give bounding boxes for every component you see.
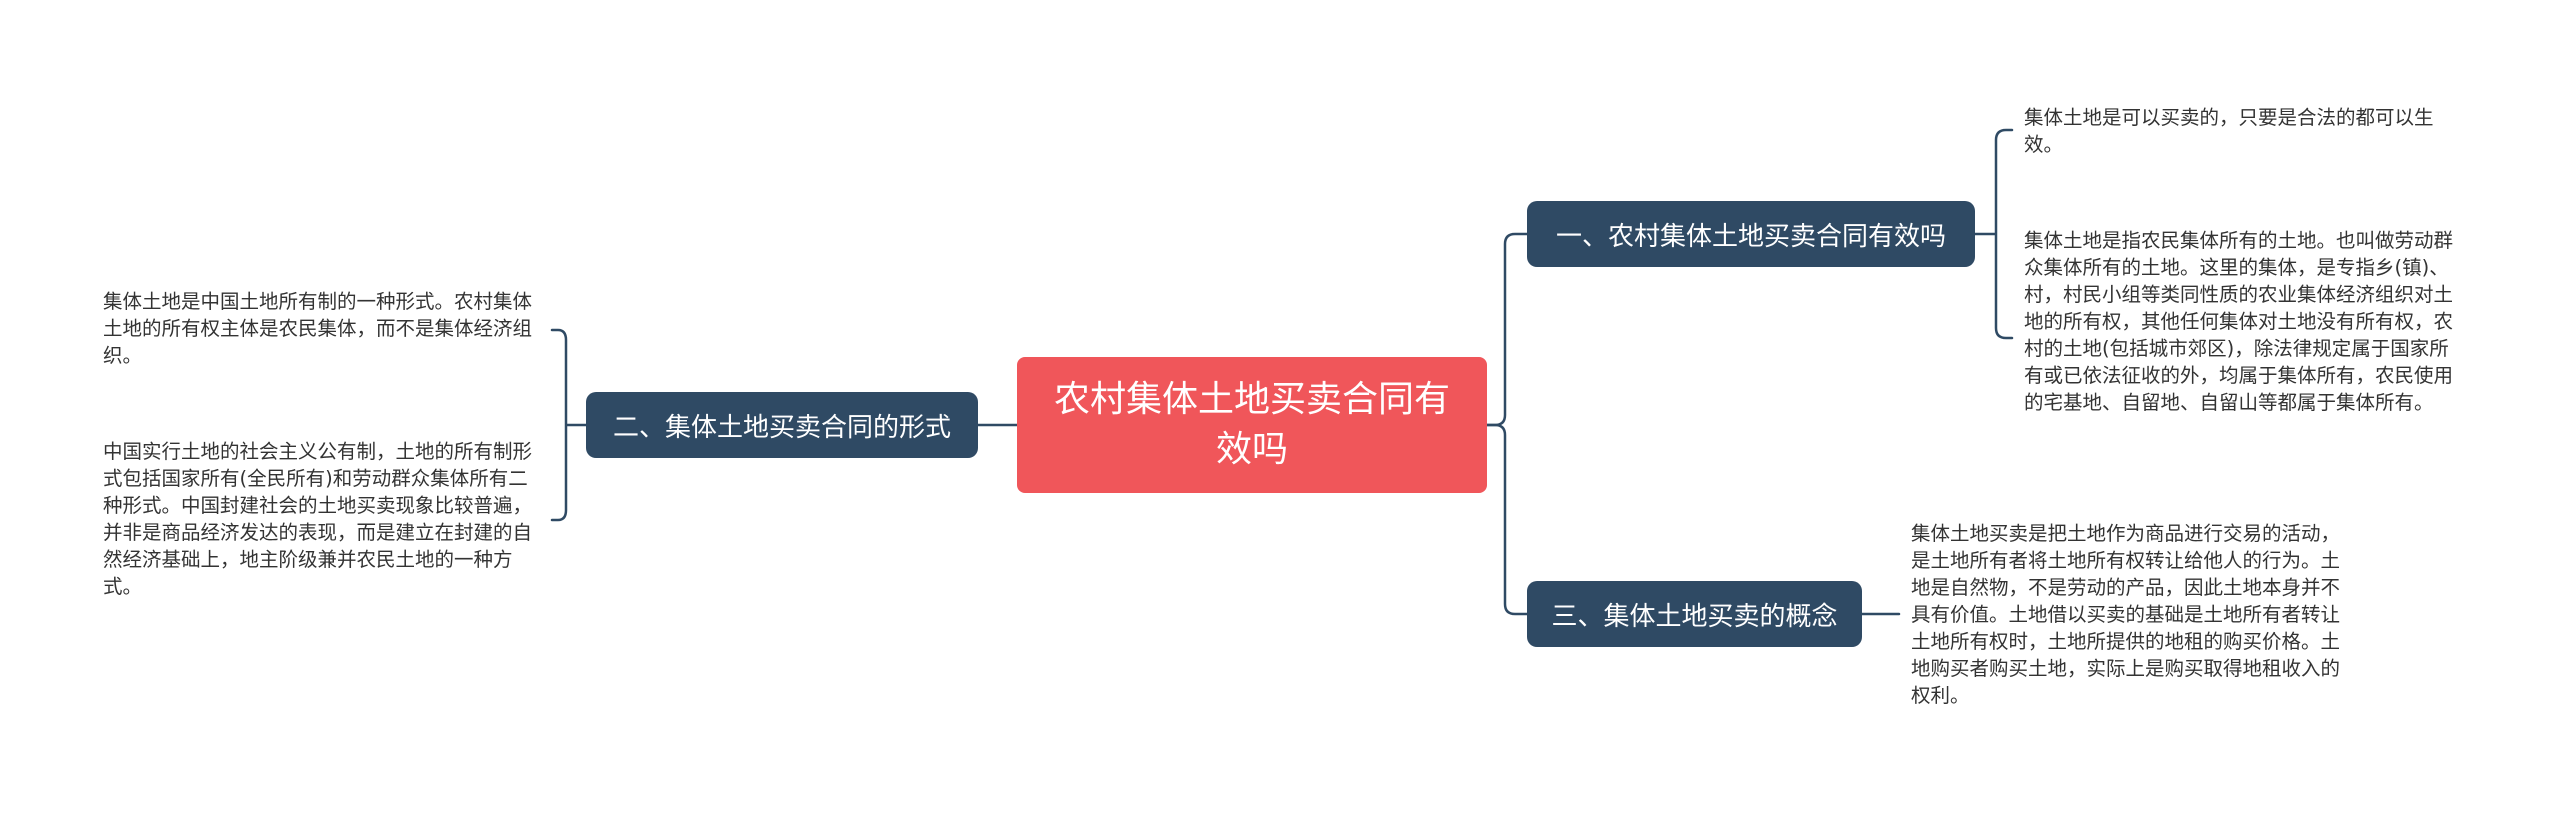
branch-concept[interactable]: 三、集体土地买卖的概念 (1527, 581, 1862, 647)
link-branch2-leaves (550, 328, 588, 522)
leaf-form-2[interactable]: 中国实行土地的社会主义公有制，土地的所有制形式包括国家所有(全民所有)和劳动群众… (103, 440, 533, 598)
branch-form-label: 二、集体土地买卖合同的形式 (612, 412, 951, 443)
branch-concept-label: 三、集体土地买卖的概念 (1551, 601, 1838, 632)
link-root-branch3 (1485, 423, 1529, 616)
branch-validity-label: 一、农村集体土地买卖合同有效吗 (1555, 221, 1946, 252)
link-branch1-leaves (1973, 128, 2014, 340)
root-topic[interactable]: 农村集体土地买卖合同有效吗 (1017, 357, 1487, 493)
branch-form[interactable]: 二、集体土地买卖合同的形式 (586, 392, 978, 458)
leaf-validity-2[interactable]: 集体土地是指农民集体所有的土地。也叫做劳动群众集体所有的土地。这里的集体，是专指… (2024, 229, 2454, 414)
branch-validity[interactable]: 一、农村集体土地买卖合同有效吗 (1527, 201, 1975, 267)
leaf-validity-1[interactable]: 集体土地是可以买卖的，只要是合法的都可以生效。 (2024, 106, 2434, 156)
leaf-concept-1[interactable]: 集体土地买卖是把土地作为商品进行交易的活动，是土地所有者将土地所有权转让给他人的… (1911, 522, 2341, 707)
root-topic-label: 农村集体土地买卖合同有效吗 (1053, 379, 1450, 470)
leaf-form-1[interactable]: 集体土地是中国土地所有制的一种形式。农村集体土地的所有权主体是农民集体，而不是集… (103, 290, 533, 367)
link-root-branch1 (1485, 232, 1529, 427)
